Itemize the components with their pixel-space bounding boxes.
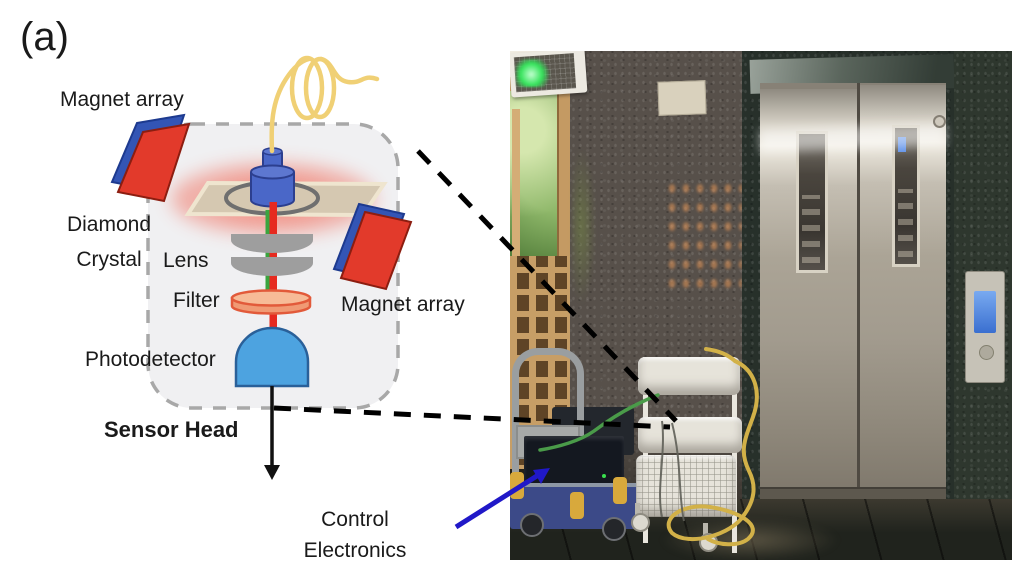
red-fluorescence-glow [171, 163, 375, 235]
green-laser-glow [516, 59, 550, 87]
elevator-lobby-photo [510, 51, 1012, 560]
lattice-reflection-spots [665, 179, 742, 297]
diamond-crystal-mount-plate [184, 180, 388, 218]
fiber-collimator [250, 147, 295, 208]
crystal-ring [224, 180, 320, 216]
cart-wheel [698, 523, 718, 552]
red-fluorescence-glow-inner [215, 179, 331, 219]
control-line: Control [321, 508, 389, 531]
magnet-array-label-right: Magnet array [341, 293, 465, 316]
diamond-crystal-label: Diamond Crystal [54, 207, 164, 277]
cart-bottom-basket [636, 455, 736, 517]
lens-upper [231, 234, 313, 253]
floor-reflection [660, 519, 840, 560]
wall-plate [657, 80, 707, 116]
door-gap [857, 83, 860, 493]
lens-lower [231, 257, 313, 276]
magnet-array-left [110, 113, 191, 203]
trolley-wheel [602, 517, 626, 541]
corner-bumper [510, 472, 524, 499]
trolley-wheel [520, 513, 544, 537]
door-window-left [796, 131, 828, 273]
door-keyhole [933, 115, 946, 128]
red-beam [269, 202, 277, 328]
window-reflections [802, 195, 821, 264]
diamond-line: Diamond [66, 213, 152, 236]
sensor-head-label: Sensor Head [104, 417, 239, 442]
filter-label: Filter [173, 289, 220, 312]
cart-top-basket [638, 357, 740, 395]
elevator-door-right [860, 85, 946, 493]
magnet-array-right [332, 202, 413, 291]
photodetector-dome [234, 326, 310, 388]
control-electronics-label: Control Electronics [283, 504, 427, 566]
cart-wheel [630, 503, 650, 532]
cart-middle-basket [638, 417, 742, 453]
foliage-reflection [572, 146, 596, 306]
elevator-door-recess [759, 83, 947, 507]
panel-label: (a) [20, 15, 69, 59]
corner-bumper [570, 492, 584, 519]
call-panel-screen [974, 291, 996, 333]
call-button [979, 345, 994, 360]
corner-bumper [613, 477, 627, 504]
elevator-door-left [760, 89, 857, 493]
fiber-coil [269, 55, 380, 154]
power-led [602, 474, 606, 478]
lens-label: Lens [163, 249, 209, 272]
door-window-right [892, 125, 920, 267]
window-reflections [898, 189, 914, 258]
photodetector-label: Photodetector [85, 348, 216, 371]
output-arrow-head [264, 465, 280, 480]
crystal-line: Crystal [76, 248, 142, 271]
magnet-array-label-top: Magnet array [60, 88, 184, 111]
filter-disk [230, 289, 312, 315]
green-beam [265, 210, 270, 300]
electronics-line: Electronics [303, 539, 407, 562]
